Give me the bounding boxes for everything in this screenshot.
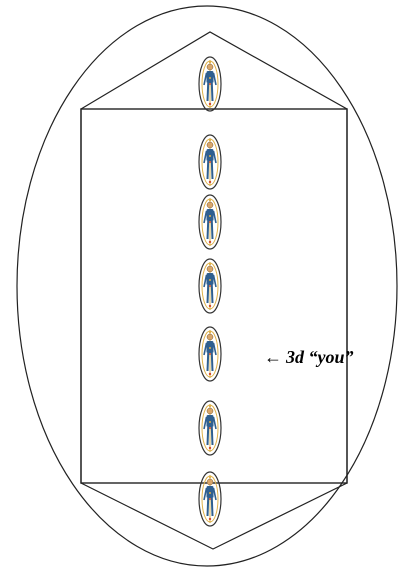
left-arrow-icon: ← [264, 347, 282, 367]
human-figure-icon [199, 57, 221, 111]
human-figure-icon [199, 472, 221, 526]
human-figure-icon [199, 401, 221, 455]
inner-rectangle [81, 109, 347, 483]
you-annotation: ←3d “you” [264, 346, 354, 368]
figure-column [199, 57, 221, 526]
human-figure-icon [199, 259, 221, 313]
human-figure-icon [199, 195, 221, 249]
human-figure-icon [199, 327, 221, 381]
human-figure-icon [199, 135, 221, 189]
annotation-label: 3d “you” [286, 347, 354, 367]
